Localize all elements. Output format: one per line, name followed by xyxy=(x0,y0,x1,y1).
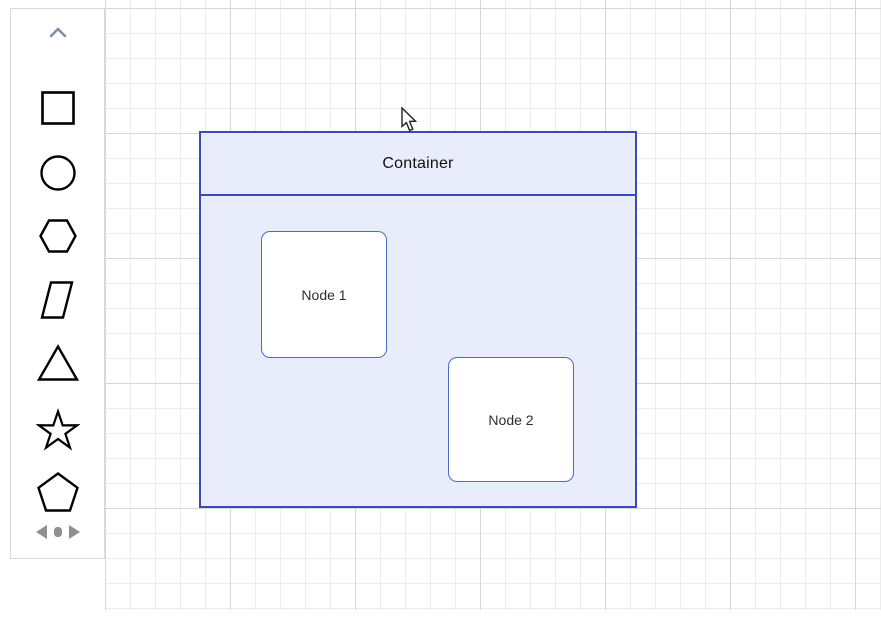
parallelogram-shape-icon xyxy=(38,280,78,320)
pager-next-button[interactable] xyxy=(68,524,81,540)
palette-pager xyxy=(11,519,104,545)
pentagon-shape-icon xyxy=(36,470,80,514)
node-1-element[interactable]: Node 1 xyxy=(261,231,387,358)
node-2-element[interactable]: Node 2 xyxy=(448,357,574,482)
pager-dot-icon xyxy=(53,525,63,539)
container-label: Container xyxy=(382,154,454,172)
container-header[interactable]: Container xyxy=(201,133,635,196)
pager-prev-button[interactable] xyxy=(35,524,48,540)
node-2-label: Node 2 xyxy=(488,411,534,428)
canvas-bottom-edge xyxy=(0,610,881,618)
palette-item-hexagon[interactable] xyxy=(11,216,104,256)
palette-item-square[interactable] xyxy=(11,88,104,128)
palette-item-parallelogram[interactable] xyxy=(11,280,104,320)
square-shape-icon xyxy=(38,88,78,128)
star-shape-icon xyxy=(35,408,80,452)
triangle-shape-icon xyxy=(36,343,80,383)
shape-palette xyxy=(10,8,105,559)
palette-item-circle[interactable] xyxy=(11,153,104,193)
palette-item-triangle[interactable] xyxy=(11,343,104,383)
hexagon-shape-icon xyxy=(38,216,78,256)
palette-item-pentagon[interactable] xyxy=(11,470,104,514)
node-1-label: Node 1 xyxy=(301,286,347,303)
circle-shape-icon xyxy=(38,153,78,193)
palette-item-star[interactable] xyxy=(11,408,104,452)
palette-scroll-up-button[interactable] xyxy=(11,23,104,41)
chevron-up-icon xyxy=(46,25,70,39)
